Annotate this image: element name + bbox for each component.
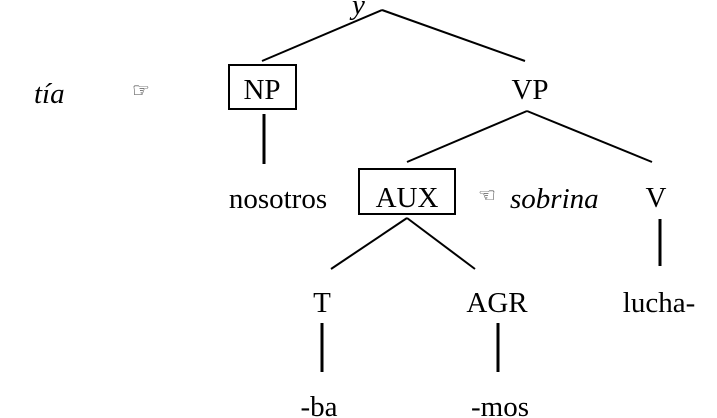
v-label: V [646, 182, 667, 214]
word-lucha: lucha- [623, 287, 695, 319]
annotation-tia: tía [34, 78, 65, 110]
edge-aux-t [330, 217, 408, 270]
np-label: NP [243, 74, 280, 106]
pointing-hand-right-icon: ☞ [132, 80, 150, 102]
aux-box [358, 168, 456, 215]
word-nosotros: nosotros [229, 183, 327, 215]
morpheme-ba: -ba [300, 391, 337, 418]
edge-aux-agr [406, 217, 476, 270]
pointing-hand-left-icon: ☜ [478, 185, 496, 207]
t-label: T [313, 287, 331, 319]
edge-vp-aux [406, 110, 528, 163]
vp-label: VP [511, 74, 548, 106]
aux-label: AUX [376, 182, 439, 214]
morpheme-mos: -mos [471, 391, 529, 418]
edge-root-np [261, 9, 383, 62]
edge-vp-v [526, 110, 653, 163]
np-box [228, 64, 297, 110]
edge-root-vp [381, 9, 526, 62]
agr-label: AGR [466, 287, 528, 319]
top-partial-text: y [349, 0, 365, 21]
annotation-sobrina: sobrina [510, 183, 599, 215]
